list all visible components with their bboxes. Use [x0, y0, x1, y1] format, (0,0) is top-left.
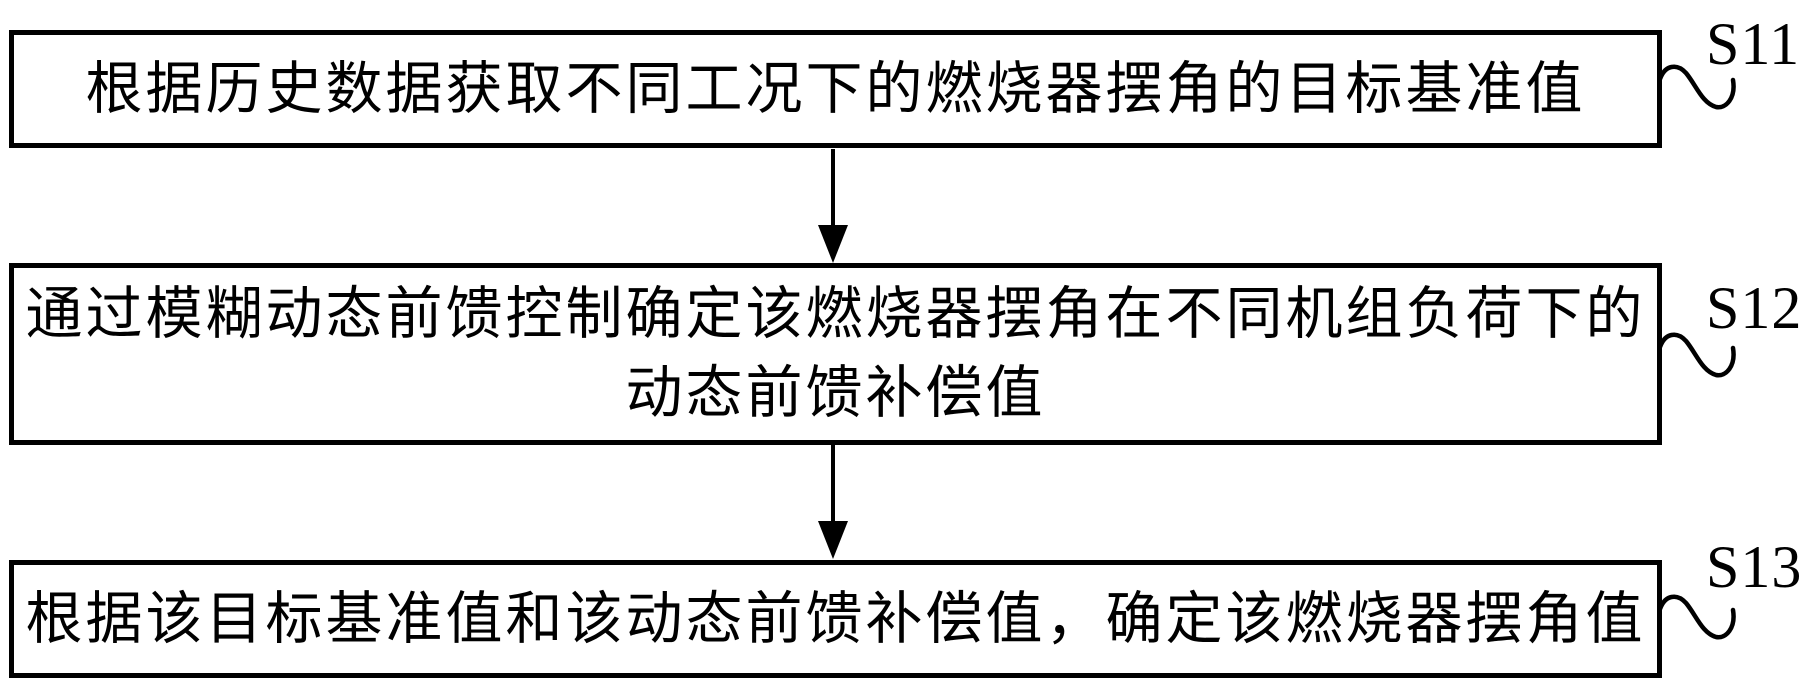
step-box-s13: 根据该目标基准值和该动态前馈补偿值，确定该燃烧器摆角值 [9, 560, 1662, 678]
step-text-s12-line1: 通过模糊动态前馈控制确定该燃烧器摆角在不同机组负荷下的 [25, 283, 1646, 346]
squiggle-connector-icon [1659, 594, 1736, 640]
down-arrow-icon [818, 445, 848, 559]
down-arrow-icon [818, 149, 848, 263]
step-label-s11: S11 [1706, 11, 1801, 77]
step-text-s13: 根据该目标基准值和该动态前馈补偿值，确定该燃烧器摆角值 [25, 587, 1646, 651]
step-text-s11: 根据历史数据获取不同工况下的燃烧器摆角的目标基准值 [85, 57, 1586, 121]
step-label-s13: S13 [1706, 534, 1803, 600]
squiggle-connector-icon [1659, 64, 1736, 110]
step-text-s12-line2: 动态前馈补偿值 [625, 362, 1046, 425]
squiggle-connector-icon [1659, 332, 1736, 378]
step-label-s12: S12 [1706, 275, 1803, 341]
step-box-s12: 通过模糊动态前馈控制确定该燃烧器摆角在不同机组负荷下的 动态前馈补偿值 [9, 263, 1662, 445]
step-text-s12: 通过模糊动态前馈控制确定该燃烧器摆角在不同机组负荷下的 动态前馈补偿值 [14, 275, 1657, 433]
step-box-s11: 根据历史数据获取不同工况下的燃烧器摆角的目标基准值 [9, 30, 1662, 148]
